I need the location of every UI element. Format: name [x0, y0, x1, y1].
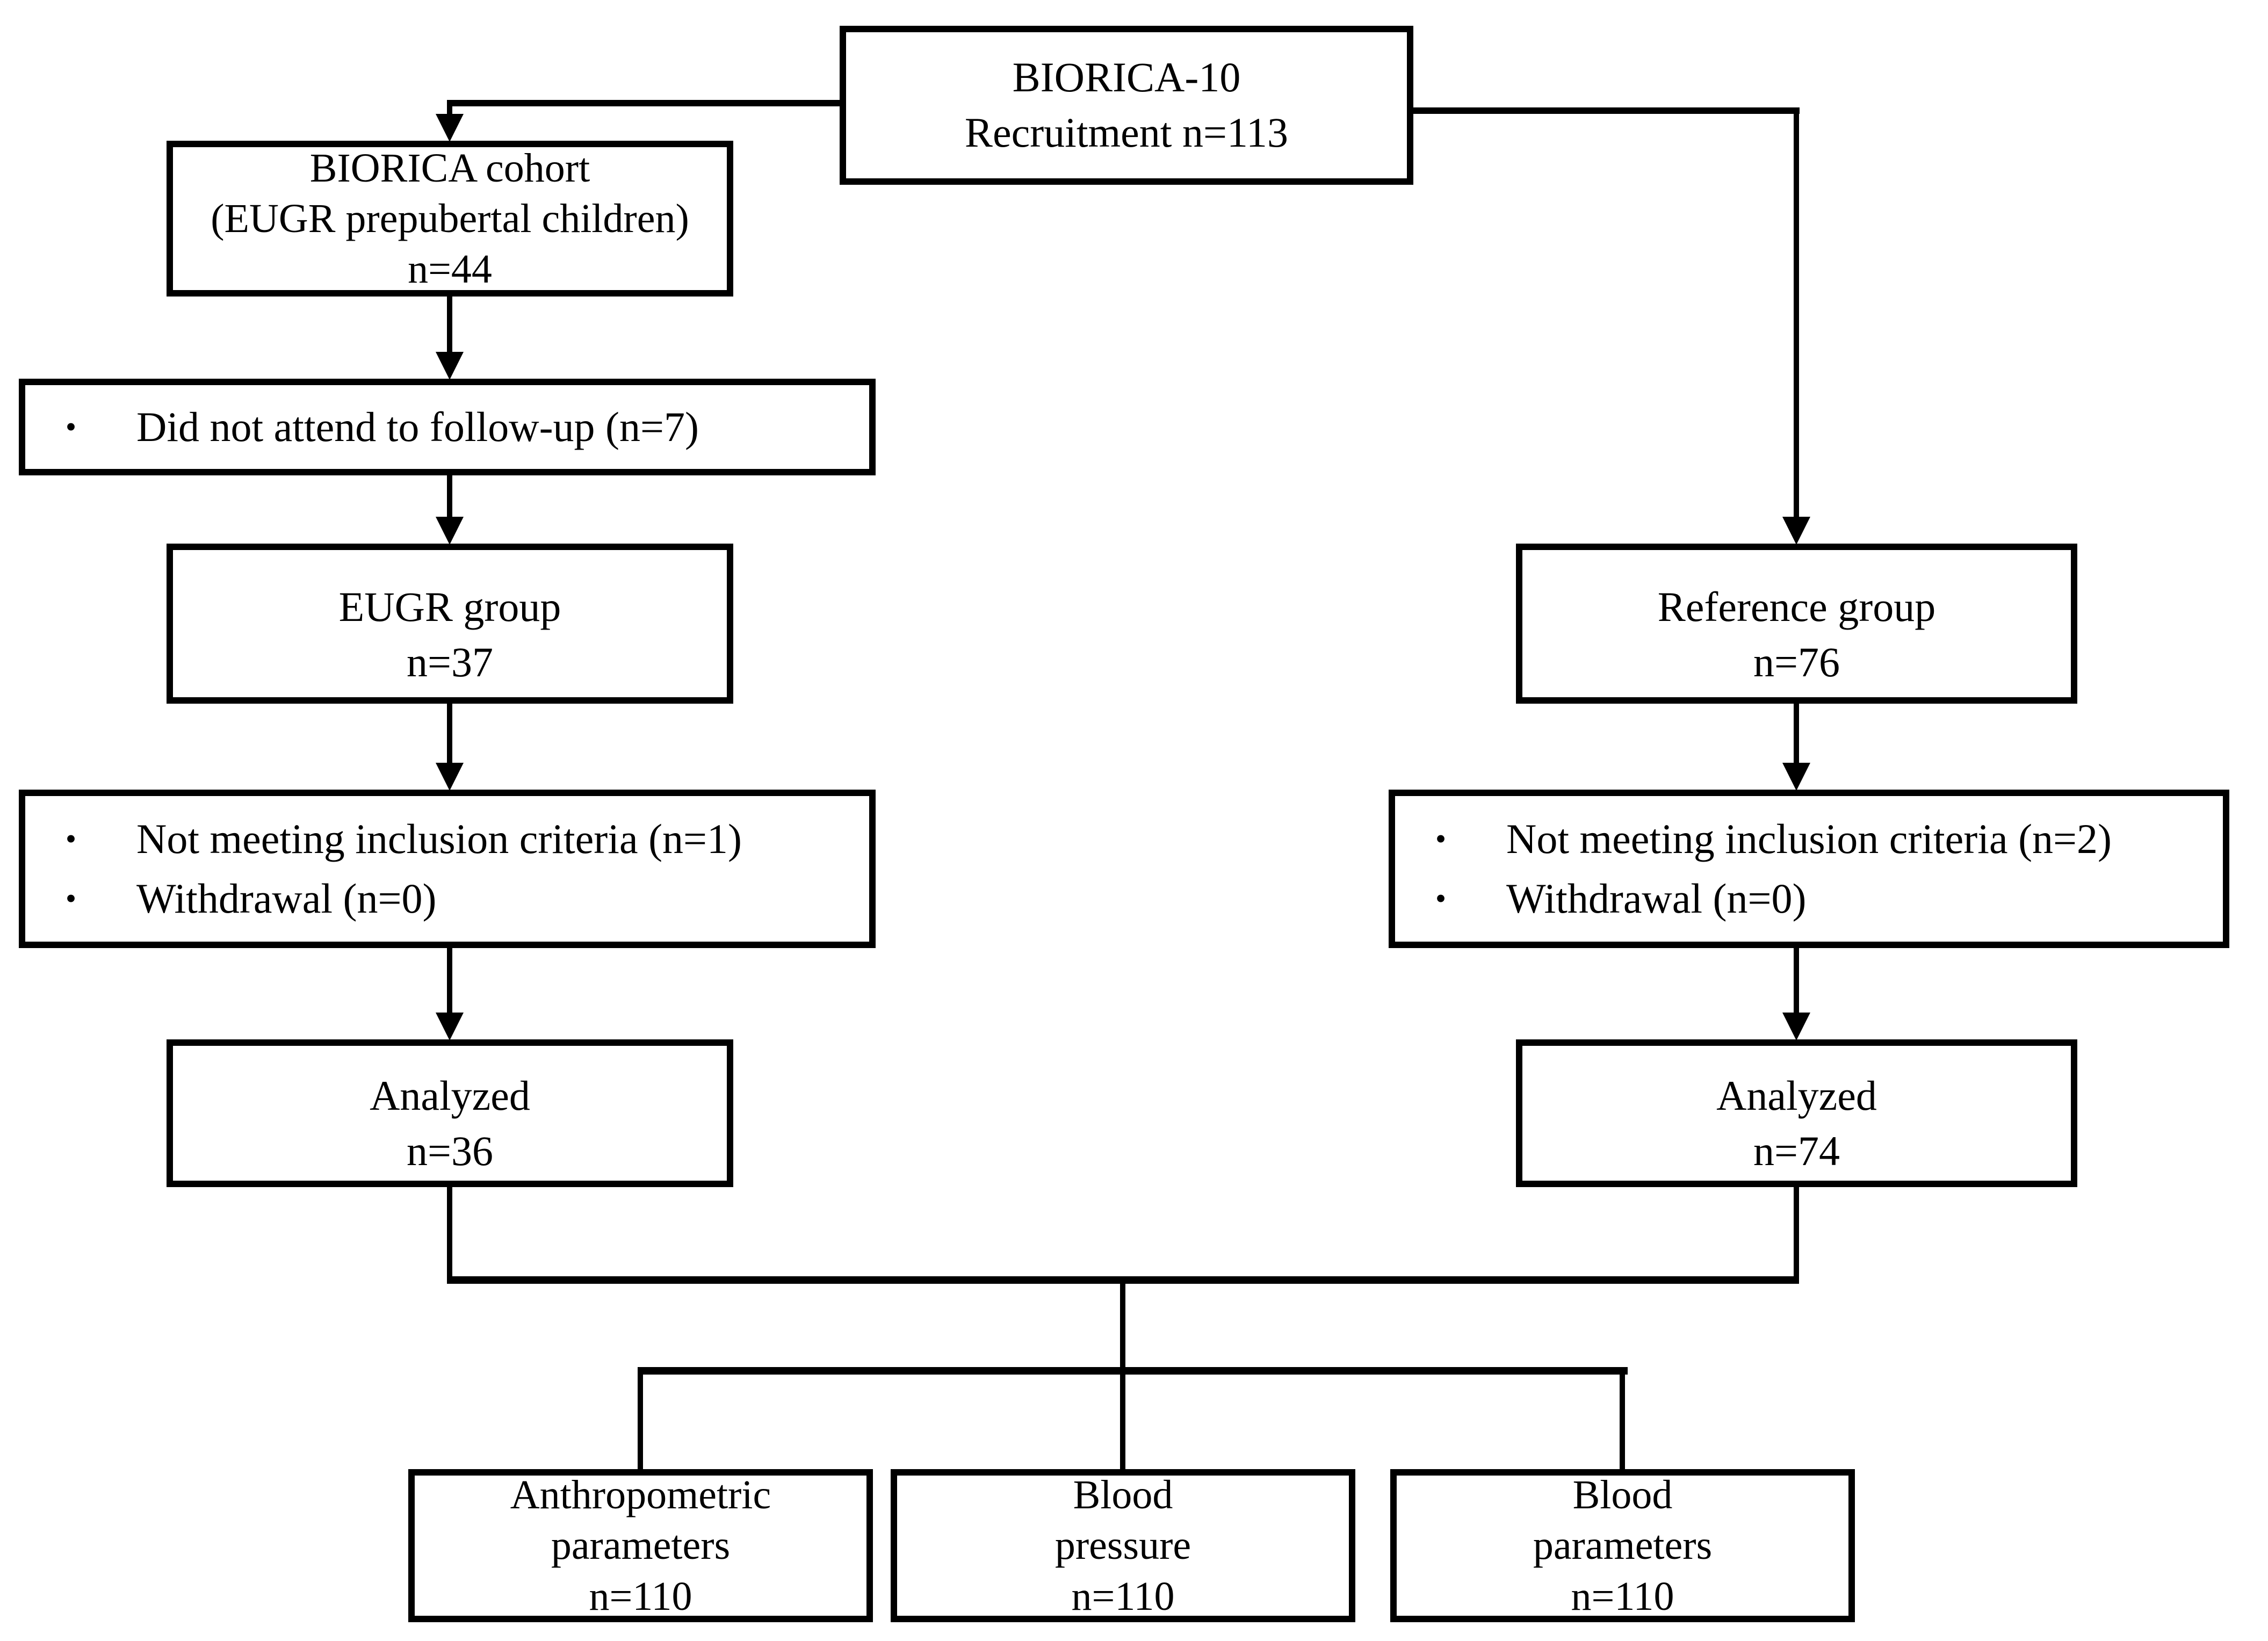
exclusion-item: • Withdrawal (n=0) [55, 869, 858, 929]
node-label: Analyzed [370, 1072, 530, 1119]
connector-analyzed-right-down [1794, 1187, 1799, 1284]
node-label: Blood [1073, 1472, 1173, 1518]
arrow-down-icon [1782, 517, 1810, 545]
exclusion-item: • Not meeting inclusion criteria (n=1) [55, 809, 858, 869]
node-label: parameters [551, 1523, 731, 1568]
exclusion-item: • Did not attend to follow-up (n=7) [55, 397, 858, 457]
arrow-down-icon [436, 1013, 464, 1040]
connector-analyzed-left-down [447, 1187, 452, 1284]
exclusion-text: Did not attend to follow-up (n=7) [136, 403, 699, 450]
node-label: parameters [1533, 1523, 1713, 1568]
node-count: n=44 [408, 247, 492, 292]
node-label: Blood [1572, 1472, 1673, 1518]
node-label: BIORICA-10 [1012, 54, 1241, 101]
node-followup-exclusion: • Did not attend to follow-up (n=7) [19, 379, 876, 475]
node-eugr-analyzed: Analyzed n=36 [167, 1039, 733, 1187]
bullet-icon: • [65, 409, 77, 444]
node-count: n=110 [589, 1573, 692, 1619]
node-label: Reference group [1657, 583, 1936, 630]
node-label: EUGR group [338, 583, 561, 630]
node-label: Analyzed [1716, 1072, 1877, 1119]
node-blood-parameters: Blood parameters n=110 [1390, 1469, 1855, 1622]
exclusion-item: • Not meeting inclusion criteria (n=2) [1425, 809, 2212, 869]
arrow-down-icon [436, 763, 464, 791]
arrow-down-icon [1782, 1013, 1810, 1040]
connector-top-to-cohort-horizontal [447, 100, 840, 106]
bullet-icon: • [65, 821, 77, 856]
exclusion-item: • Withdrawal (n=0) [1425, 869, 2212, 929]
node-count: Recruitment n=113 [964, 109, 1289, 156]
connector-eugr-to-exclusion [447, 704, 452, 764]
node-anthropometric-parameters: Anthropometric parameters n=110 [408, 1469, 873, 1622]
arrow-down-icon [436, 114, 464, 142]
bullet-icon: • [1435, 821, 1447, 856]
node-label: pressure [1054, 1523, 1191, 1568]
node-count: n=37 [407, 638, 493, 685]
node-count: n=36 [407, 1127, 493, 1174]
connector-top-to-reference-vertical [1794, 107, 1799, 520]
node-recruitment: BIORICA-10 Recruitment n=113 [840, 26, 1413, 185]
connector-reference-to-exclusion [1794, 704, 1799, 764]
arrow-down-icon [1782, 763, 1810, 791]
node-eugr-exclusion: • Not meeting inclusion criteria (n=1) •… [19, 790, 876, 948]
node-count: n=110 [1571, 1573, 1674, 1619]
arrow-down-icon [436, 352, 464, 380]
connector-top-to-cohort-vertical [447, 100, 452, 118]
merge-bar [447, 1276, 1799, 1284]
connector-split-to-blood-parameters [1620, 1371, 1625, 1469]
node-reference-group: Reference group n=76 [1516, 544, 2077, 704]
connector-followup-to-eugr [447, 475, 452, 519]
connector-top-to-reference-horizontal [1413, 107, 1800, 114]
node-biorica-cohort: BIORICA cohort (EUGR prepubertal childre… [167, 141, 733, 297]
node-label: BIORICA cohort [309, 145, 590, 191]
node-count: n=76 [1753, 638, 1840, 685]
node-count: n=74 [1753, 1127, 1840, 1174]
node-eugr-group: EUGR group n=37 [167, 544, 733, 704]
node-reference-exclusion: • Not meeting inclusion criteria (n=2) •… [1389, 790, 2229, 948]
node-label: Anthropometric [510, 1472, 771, 1518]
exclusion-text: Not meeting inclusion criteria (n=1) [136, 815, 742, 862]
exclusion-text: Not meeting inclusion criteria (n=2) [1506, 815, 2112, 862]
node-sublabel: (EUGR prepubertal children) [211, 196, 689, 241]
exclusion-text: Withdrawal (n=0) [136, 874, 437, 922]
bullet-icon: • [1435, 880, 1447, 916]
node-count: n=110 [1071, 1573, 1175, 1619]
connector-exclusion-to-analyzed-left [447, 948, 452, 1014]
node-blood-pressure: Blood pressure n=110 [891, 1469, 1355, 1622]
connector-exclusion-to-analyzed-right [1794, 948, 1799, 1014]
bullet-icon: • [65, 880, 77, 916]
exclusion-text: Withdrawal (n=0) [1506, 874, 1807, 922]
connector-split-to-anthropometric [638, 1371, 643, 1469]
node-reference-analyzed: Analyzed n=74 [1516, 1039, 2077, 1187]
connector-cohort-to-followup [447, 297, 452, 355]
arrow-down-icon [436, 517, 464, 545]
split-bar [638, 1367, 1628, 1375]
connector-merge-to-split [1120, 1284, 1125, 1469]
